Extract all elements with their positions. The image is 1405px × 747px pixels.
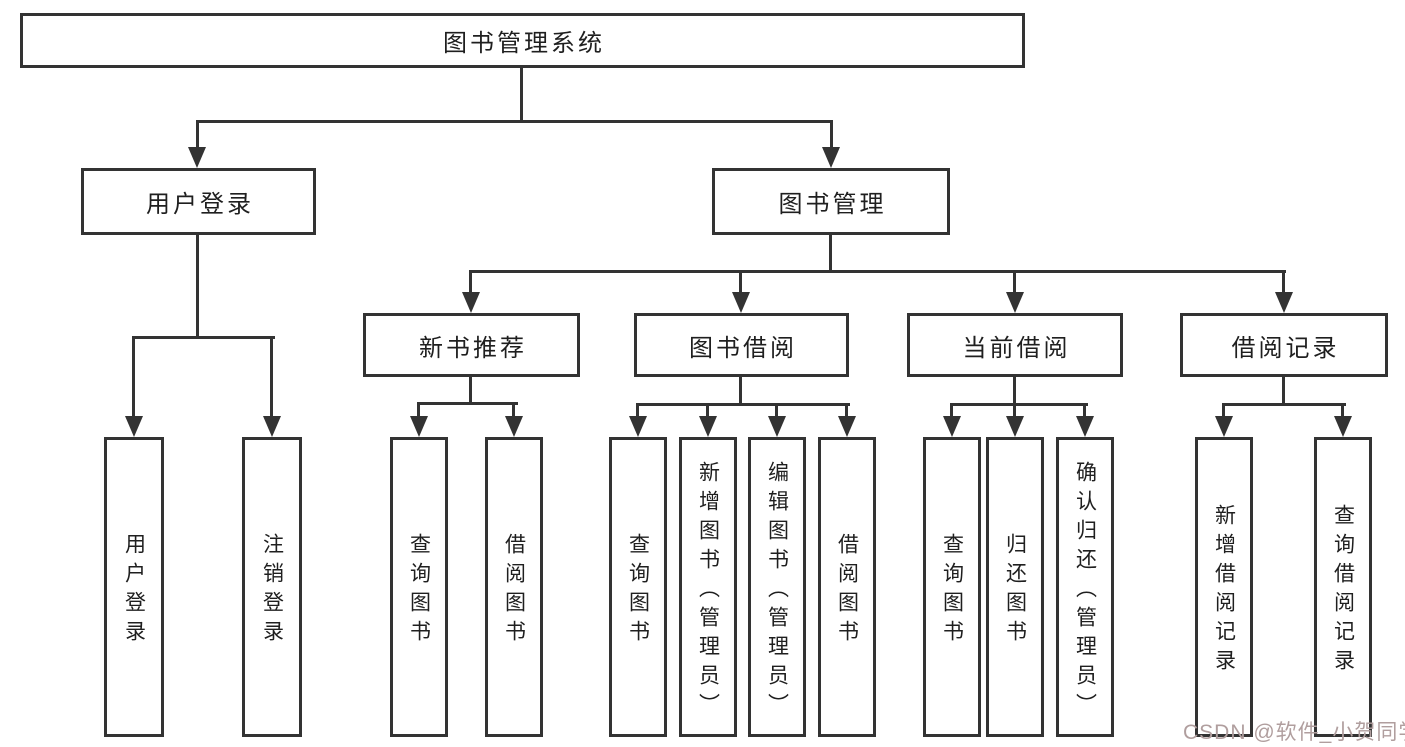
connector-line xyxy=(132,336,275,339)
node-add-borrow-record: 新增借阅记录 xyxy=(1195,437,1253,737)
node-query-books-borrowing: 查询图书 xyxy=(609,437,667,737)
node-return-books: 归还图书 xyxy=(986,437,1044,737)
node-query-borrow-record: 查询借阅记录 xyxy=(1314,437,1372,737)
node-new-book-recommend: 新书推荐 xyxy=(363,313,580,377)
node-user-login: 用户登录 xyxy=(81,168,316,235)
connector-line xyxy=(739,270,742,298)
node-user-login-leaf: 用户登录 xyxy=(104,437,164,737)
connector-arrow xyxy=(732,292,750,313)
connector-arrow xyxy=(699,416,717,437)
connector-line xyxy=(1282,270,1285,298)
connector-arrow xyxy=(125,416,143,437)
connector-line xyxy=(469,270,472,298)
node-label: 借阅图书 xyxy=(502,533,526,649)
connector-line xyxy=(706,403,709,419)
node-library-system: 图书管理系统 xyxy=(20,13,1025,68)
connector-arrow xyxy=(263,416,281,437)
connector-line xyxy=(1013,403,1016,419)
connector-arrow xyxy=(188,147,206,168)
node-label: 新增借阅记录 xyxy=(1212,504,1236,678)
node-label: 图书管理 xyxy=(778,191,887,218)
node-label: 当前借阅 xyxy=(962,334,1071,362)
node-label: 查询图书 xyxy=(626,533,650,649)
connector-line xyxy=(636,403,850,406)
connector-arrow xyxy=(410,416,428,437)
node-borrowing-records: 借阅记录 xyxy=(1180,313,1388,377)
node-label: 注销登录 xyxy=(260,533,284,649)
node-label: 新书推荐 xyxy=(419,334,527,362)
connector-arrow xyxy=(1076,416,1094,437)
connector-line xyxy=(950,403,1088,406)
node-label: 查询借阅记录 xyxy=(1331,504,1355,678)
connector-arrow xyxy=(1275,292,1293,313)
connector-line xyxy=(417,402,420,420)
node-book-management: 图书管理 xyxy=(712,168,950,235)
connector-line xyxy=(1341,403,1344,419)
node-borrow-books: 借阅图书 xyxy=(818,437,876,737)
connector-line xyxy=(1222,403,1225,419)
connector-line xyxy=(1222,403,1346,406)
connector-arrow xyxy=(505,416,523,437)
connector-line xyxy=(636,403,639,419)
node-label: 确认归还（管理员） xyxy=(1073,460,1097,722)
node-book-borrowing: 图书借阅 xyxy=(634,313,849,377)
connector-line xyxy=(1013,377,1016,405)
connector-line xyxy=(950,403,953,419)
connector-line xyxy=(469,270,1286,273)
connector-line xyxy=(829,235,832,272)
connector-arrow xyxy=(1006,416,1024,437)
node-label: 图书管理系统 xyxy=(443,30,605,57)
node-label: 借阅记录 xyxy=(1231,334,1340,362)
node-label: 用户登录 xyxy=(146,191,254,218)
connector-arrow xyxy=(838,416,856,437)
connector-line xyxy=(469,377,472,404)
connector-arrow xyxy=(1215,416,1233,437)
node-add-books-admin: 新增图书（管理员） xyxy=(679,437,737,737)
connector-arrow xyxy=(1006,292,1024,313)
connector-line xyxy=(830,120,833,152)
connector-arrow xyxy=(629,416,647,437)
connector-line xyxy=(1013,270,1016,298)
connector-line xyxy=(196,235,199,338)
connector-arrow xyxy=(462,292,480,313)
connector-line xyxy=(417,402,518,405)
node-label: 归还图书 xyxy=(1003,533,1027,649)
node-label: 查询图书 xyxy=(407,533,431,649)
connector-arrow xyxy=(1334,416,1352,437)
node-query-books-recommend: 查询图书 xyxy=(390,437,448,737)
node-current-borrowing: 当前借阅 xyxy=(907,313,1123,377)
connector-line xyxy=(132,336,135,420)
connector-arrow xyxy=(768,416,786,437)
node-query-books-current: 查询图书 xyxy=(923,437,981,737)
connector-line xyxy=(845,403,848,419)
node-label: 图书借阅 xyxy=(689,334,797,362)
connector-line xyxy=(196,120,833,123)
node-label: 编辑图书（管理员） xyxy=(765,460,789,722)
connector-line xyxy=(512,402,515,420)
node-borrow-books-recommend: 借阅图书 xyxy=(485,437,543,737)
connector-line xyxy=(775,403,778,419)
node-confirm-return-admin: 确认归还（管理员） xyxy=(1056,437,1114,737)
node-logout: 注销登录 xyxy=(242,437,302,737)
node-label: 查询图书 xyxy=(940,533,964,649)
connector-arrow xyxy=(822,147,840,168)
node-label: 借阅图书 xyxy=(835,533,859,649)
node-edit-books-admin: 编辑图书（管理员） xyxy=(748,437,806,737)
node-label: 新增图书（管理员） xyxy=(696,460,720,722)
connector-line xyxy=(520,68,523,122)
connector-line xyxy=(1282,377,1285,405)
connector-line xyxy=(270,336,273,420)
connector-line xyxy=(1083,403,1086,419)
connector-line xyxy=(739,377,742,405)
connector-arrow xyxy=(943,416,961,437)
watermark: CSDN @软件_小贺同学 xyxy=(1183,721,1405,744)
connector-line xyxy=(196,120,199,152)
node-label: 用户登录 xyxy=(122,533,146,649)
